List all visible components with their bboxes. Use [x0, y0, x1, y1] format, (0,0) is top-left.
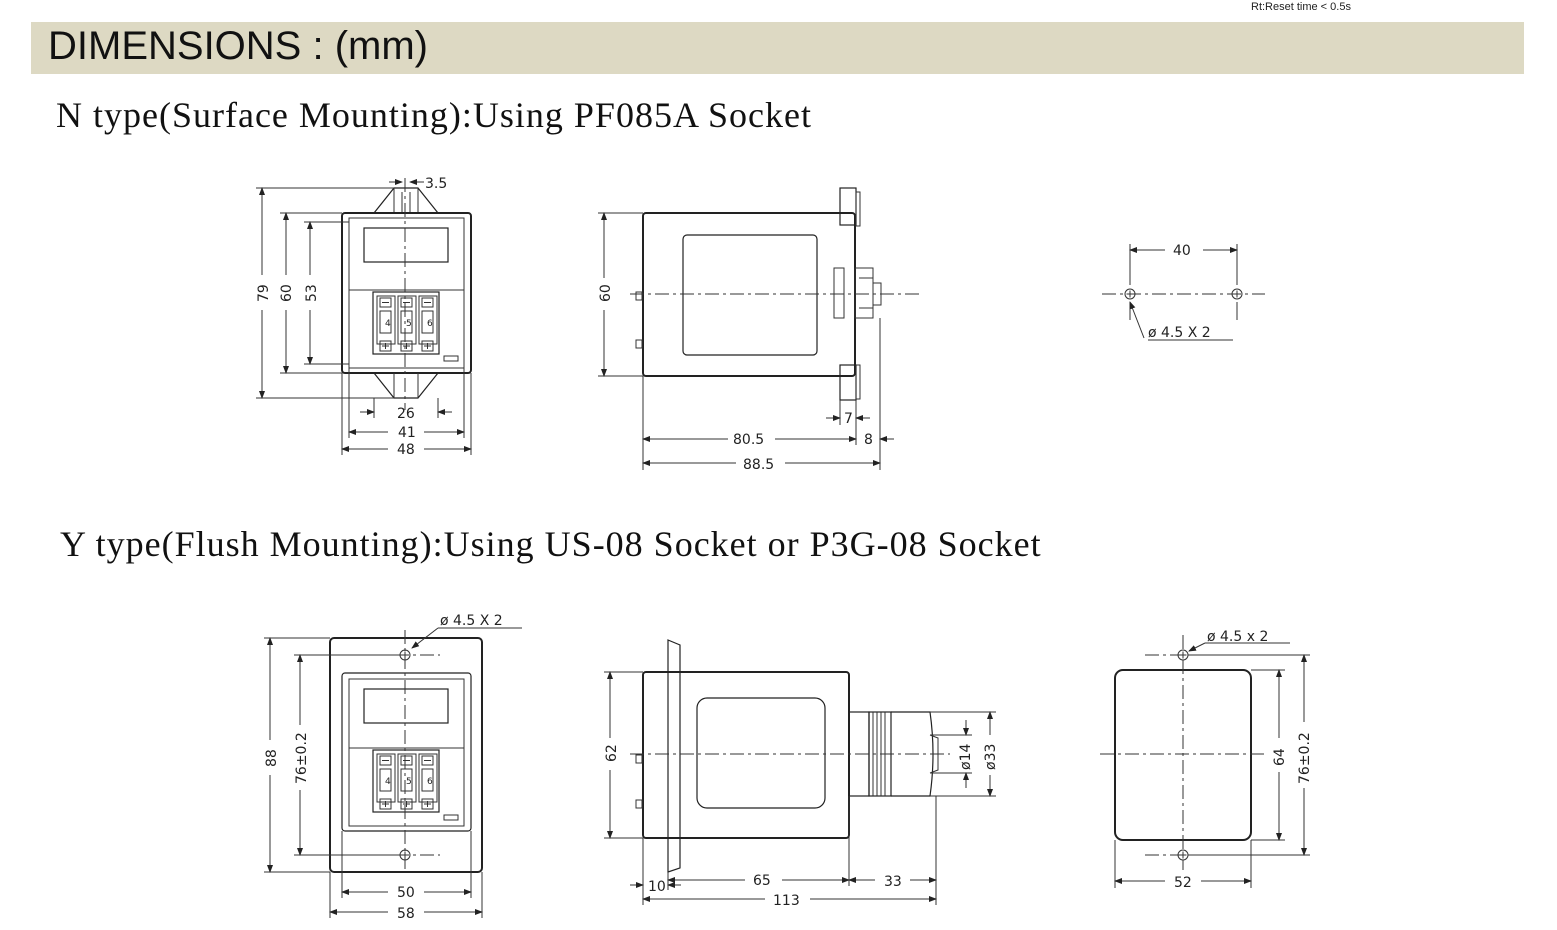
n-type-hole-layout: 40 ø 4.5 X 2 [1102, 243, 1265, 341]
hole-spec-n: ø 4.5 X 2 [1148, 325, 1211, 341]
digit-4: 4 [385, 777, 391, 787]
mounting-hole-icon [1124, 288, 1136, 300]
y-type-front-view: 4 5 6 ø 4.5 X 2 88 76±0.2 50 58 [264, 613, 522, 922]
dim-88: 88 [264, 749, 280, 767]
hole-spec-cutout: ø 4.5 x 2 [1207, 629, 1268, 645]
n-type-front-view: 4 5 6 3.5 79 60 53 26 [256, 176, 472, 458]
n-type-side-view: 60 7 8 80.5 88.5 [598, 187, 920, 473]
dim-7: 7 [844, 411, 853, 427]
dim-62: 62 [604, 744, 620, 762]
dim-8: 8 [864, 432, 873, 448]
dim-53: 53 [304, 284, 320, 302]
mounting-hole-icon [1177, 849, 1189, 861]
header-bar [31, 22, 1524, 74]
dim-80-5: 80.5 [733, 432, 764, 448]
section-title-n-type: N type(Surface Mounting):Using PF085A So… [56, 95, 812, 135]
page-title: DIMENSIONS : (mm) [48, 24, 428, 68]
digit-4: 4 [385, 319, 391, 329]
dim-cutout-76: 76±0.2 [1297, 732, 1313, 784]
dim-88-5: 88.5 [743, 457, 774, 473]
dim-52: 52 [1174, 875, 1192, 891]
dim-50: 50 [397, 885, 415, 901]
y-type-side-view: 62 ø14 ø33 10 65 33 113 [604, 639, 999, 909]
digit-6: 6 [427, 319, 433, 329]
dim-65: 65 [753, 873, 771, 889]
section-title-y-type: Y type(Flush Mounting):Using US-08 Socke… [60, 524, 1042, 564]
dim-dia-14: ø14 [958, 744, 974, 770]
dim-33: 33 [884, 874, 902, 890]
hole-spec-y: ø 4.5 X 2 [440, 613, 503, 629]
mounting-hole-icon [1177, 649, 1189, 661]
dim-76: 76±0.2 [294, 732, 310, 784]
dim-60: 60 [279, 284, 295, 302]
dim-3-5: 3.5 [425, 176, 447, 192]
dim-48: 48 [397, 442, 415, 458]
y-type-panel-cutout: ø 4.5 x 2 64 76±0.2 52 [1100, 629, 1313, 891]
dim-dia-33: ø33 [983, 744, 999, 770]
dim-10: 10 [648, 879, 666, 895]
digit-5: 5 [406, 777, 412, 787]
digit-5: 5 [406, 319, 412, 329]
dim-side-60: 60 [598, 284, 614, 302]
dim-64: 64 [1272, 748, 1288, 766]
dim-40: 40 [1173, 243, 1191, 259]
reset-time-note: Rt:Reset time < 0.5s [1251, 1, 1351, 13]
mounting-hole-icon [1231, 288, 1243, 300]
digit-6: 6 [427, 777, 433, 787]
dim-58: 58 [397, 906, 415, 922]
dim-26: 26 [397, 406, 415, 422]
dim-79: 79 [256, 284, 272, 302]
dim-113: 113 [773, 893, 800, 909]
dim-41: 41 [398, 425, 416, 441]
